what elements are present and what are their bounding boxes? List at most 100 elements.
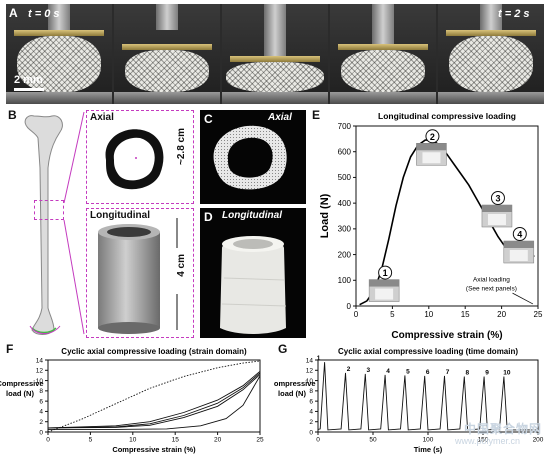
chart-g-xlabel: Time (s): [414, 445, 443, 454]
panel-a-photo-strip: t = 0 s t = 2 s 2 mm: [6, 4, 544, 104]
axial-note-line1: Axial loading: [473, 277, 510, 284]
strain-series-1: [47, 360, 261, 433]
y-tick-label: 600: [338, 148, 352, 157]
longitudinal-model: [98, 224, 160, 334]
frame-3: [222, 4, 328, 104]
x-tick-label: 25: [256, 437, 264, 444]
y-tick-label: 4: [309, 409, 313, 416]
y-tick-label: 8: [309, 388, 313, 395]
frame-4: [330, 4, 436, 104]
y-tick-label: 6: [39, 398, 43, 405]
marker-circle: [512, 227, 527, 241]
chart-e-title: Longitudinal compressive loading: [378, 111, 516, 121]
panel-d-photo: [200, 208, 306, 338]
femur-selection-box: [34, 200, 64, 220]
frame-5: [438, 4, 544, 104]
longitudinal-title: Longitudinal: [90, 210, 150, 221]
specimen: [487, 214, 506, 225]
frame-2: [114, 4, 220, 104]
panel-d-title: Longitudinal: [222, 210, 282, 221]
time-end: t = 2 s: [498, 8, 530, 20]
x-tick-label: 20: [214, 437, 222, 444]
marker-circle: [378, 265, 393, 280]
zoom-lines: [63, 111, 85, 335]
chart-g-title: Cyclic axial compressive loading (time d…: [338, 347, 518, 356]
scale-label: 2 mm: [14, 74, 43, 86]
watermark-url: www.polymer.cn: [454, 436, 520, 446]
y-tick-label: 0: [39, 429, 43, 436]
chart-f-ylabel-line1: Compressive: [0, 379, 44, 388]
chart-e-ylabel: Load (N): [319, 193, 331, 238]
watermark-text: 中国聚合物网: [463, 422, 542, 436]
chart-f-title: Cyclic axial compressive loading (strain…: [61, 347, 247, 356]
y-tick-label: 14: [306, 357, 314, 364]
frame-1: [6, 4, 112, 104]
y-tick-label: 14: [36, 357, 44, 364]
y-tick-label: 100: [338, 276, 352, 285]
y-tick-label: 2: [309, 419, 313, 426]
strain-series-2: [47, 370, 261, 429]
x-tick-label: 25: [534, 310, 543, 319]
axial-note-arrow: [512, 292, 534, 305]
longitudinal-box: [86, 208, 194, 338]
chart-g-ylabel-line2: load (N): [278, 389, 306, 398]
plot-frame: [355, 125, 539, 307]
panel-label-d: D: [204, 210, 213, 224]
cycle-label: 1: [317, 355, 321, 362]
y-tick-label: 4: [39, 409, 43, 416]
panel-c-photo: [200, 110, 306, 204]
axial-cross-section: [105, 129, 164, 190]
cycle-label: 2: [347, 366, 351, 373]
x-tick-label: 15: [172, 437, 180, 444]
y-tick-label: 10: [36, 378, 44, 385]
panel-c-title: Axial: [268, 112, 292, 123]
y-tick-label: 12: [36, 368, 44, 375]
time-series: [317, 362, 538, 431]
panel-label-g: G: [278, 342, 288, 356]
specimen: [509, 250, 528, 261]
panel-label-c: C: [204, 112, 213, 126]
cycle-label: 4: [386, 368, 390, 375]
x-tick-label: 0: [46, 437, 50, 444]
x-tick-label: 0: [354, 310, 359, 319]
y-tick-label: 300: [338, 225, 352, 234]
y-tick-label: 700: [338, 122, 352, 131]
x-tick-label: 5: [390, 310, 395, 319]
x-tick-label: 150: [478, 437, 489, 444]
cycle-label: 7: [446, 369, 450, 376]
x-tick-label: 200: [533, 437, 544, 444]
x-tick-label: 0: [316, 437, 320, 444]
marker-label: 2: [430, 132, 435, 142]
y-tick-label: 0: [347, 302, 352, 311]
x-tick-label: 10: [129, 437, 137, 444]
strain-series-5: [48, 375, 261, 430]
marker-label: 1: [383, 268, 388, 278]
axial-dimension: ~2.8 cm: [176, 128, 187, 165]
platen: [481, 205, 512, 212]
cycle-label: 9: [485, 369, 489, 376]
strain-series-4: [47, 374, 261, 429]
femur-image: [24, 115, 63, 335]
specimen: [422, 152, 441, 164]
y-tick-label: 400: [338, 199, 352, 208]
longitudinal-dim-arrow: [176, 218, 178, 330]
axial-title: Axial: [90, 112, 114, 123]
panel-label-e: E: [312, 108, 321, 122]
plot-frame: [47, 359, 261, 433]
platen: [416, 143, 447, 151]
cycle-label: 6: [426, 369, 430, 376]
chart-f-xlabel: Compressive strain (%): [112, 445, 196, 454]
platen: [369, 279, 400, 287]
cycle-label: 5: [406, 368, 410, 375]
y-tick-label: 12: [306, 368, 314, 375]
time-start: t = 0 s: [28, 8, 60, 20]
cycle-label: 8: [465, 369, 469, 376]
y-tick-label: 2: [39, 419, 43, 426]
y-tick-label: 10: [306, 378, 314, 385]
scale-bar: [14, 88, 44, 91]
chart-f-ylabel-line2: load (N): [6, 389, 34, 398]
x-tick-label: 15: [461, 310, 470, 319]
